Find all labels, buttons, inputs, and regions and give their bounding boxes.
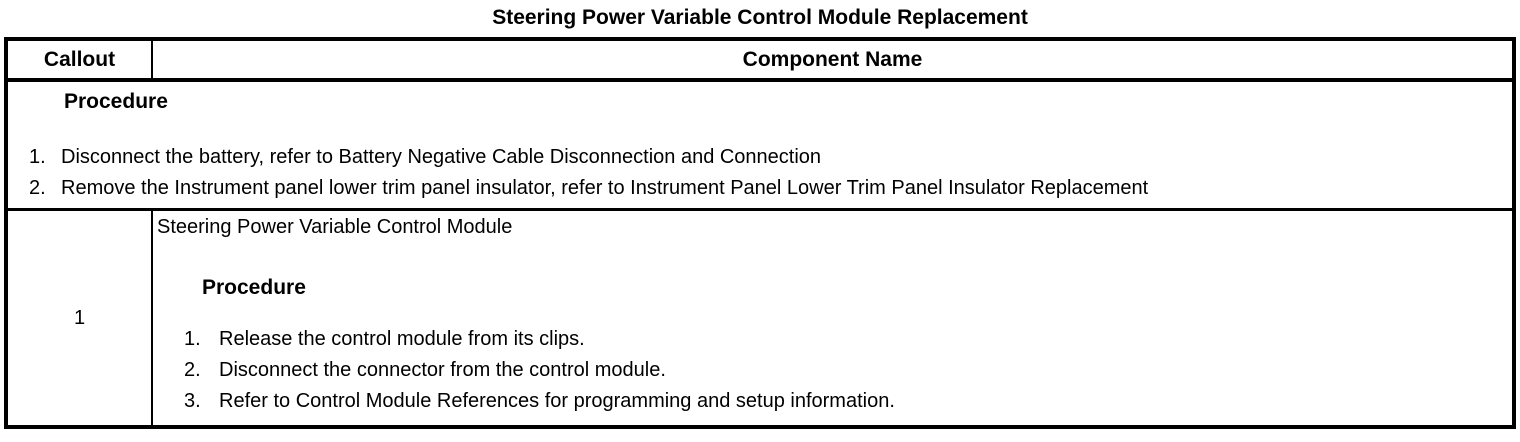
table-header-row: Callout Component Name — [8, 41, 1512, 82]
component-procedure-heading: Procedure — [202, 276, 306, 299]
component-procedure-steps: 1. Release the control module from its c… — [157, 324, 1512, 417]
component-procedure-step: 3. Refer to Control Module References fo… — [157, 386, 1512, 417]
page-title: Steering Power Variable Control Module R… — [492, 6, 1028, 29]
header-component-name: Component Name — [742, 47, 923, 71]
procedure-step: 1. Disconnect the battery, refer to Batt… — [8, 142, 1512, 173]
component-cell: Steering Power Variable Control Module P… — [153, 211, 1512, 425]
procedure-steps: 1. Disconnect the battery, refer to Batt… — [8, 142, 1512, 204]
procedure-step: 2. Remove the Instrument panel lower tri… — [8, 173, 1512, 204]
step-number: 1. — [29, 146, 46, 168]
step-number: 3. — [184, 390, 201, 412]
step-text: Refer to Control Module References for p… — [219, 390, 895, 412]
step-number: 2. — [29, 177, 46, 199]
step-text: Disconnect the battery, refer to Battery… — [61, 146, 822, 168]
step-text: Disconnect the connector from the contro… — [219, 359, 666, 381]
procedure-row: Procedure 1. Disconnect the battery, ref… — [8, 82, 1512, 211]
component-procedure-step: 2. Disconnect the connector from the con… — [157, 355, 1512, 386]
step-text: Remove the Instrument panel lower trim p… — [61, 177, 1149, 199]
component-name: Steering Power Variable Control Module — [157, 216, 513, 238]
component-table: Callout Component Name Procedure 1. Disc… — [4, 37, 1516, 429]
procedure-heading: Procedure — [64, 90, 168, 113]
component-procedure-step: 1. Release the control module from its c… — [157, 324, 1512, 355]
header-callout: Callout — [8, 41, 153, 78]
step-number: 2. — [184, 359, 201, 381]
component-row: 1 Steering Power Variable Control Module… — [8, 211, 1512, 425]
callout-cell: 1 — [8, 211, 153, 425]
step-number: 1. — [184, 328, 201, 350]
step-text: Release the control module from its clip… — [219, 328, 585, 350]
